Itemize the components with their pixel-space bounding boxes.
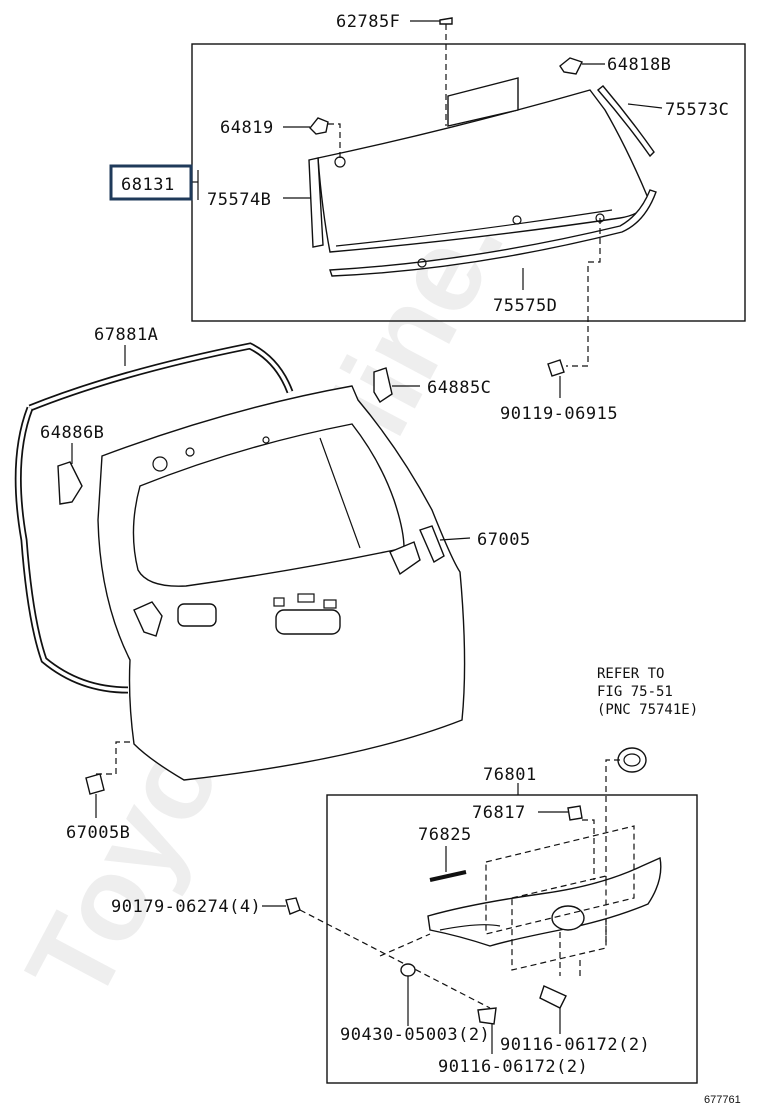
door-hole-1 <box>152 456 168 472</box>
clip-76817[interactable] <box>567 805 583 821</box>
label-64818B: 64818B <box>607 55 671 75</box>
glass-mark <box>512 215 522 225</box>
door-side-hole <box>419 525 445 564</box>
opening-inner-line <box>319 437 361 549</box>
door-slot-3 <box>323 599 337 609</box>
glass-lower-edge <box>335 209 613 247</box>
refer-line-3: (PNC 75741E) <box>597 702 698 718</box>
door-slot-1 <box>273 597 285 607</box>
door-hole-3 <box>262 436 270 444</box>
weatherstrip-inner-stripe <box>29 344 292 410</box>
label-90116-06172-a: 90116-06172(2) <box>500 1035 650 1055</box>
garnish-76801[interactable] <box>427 856 662 947</box>
label-90119-06915: 90119-06915 <box>500 404 618 424</box>
dashed-90119 <box>566 218 601 367</box>
molding-75575D[interactable] <box>329 189 657 277</box>
label-90116-06172-b: 90116-06172(2) <box>438 1057 588 1077</box>
door-lower-hole-center <box>177 603 217 627</box>
door-slot-2 <box>297 593 315 603</box>
leader-67005 <box>439 537 471 541</box>
highlight-68131[interactable] <box>109 164 193 201</box>
label-67005B: 67005B <box>66 823 130 843</box>
molding-75573C[interactable] <box>596 85 655 158</box>
refer-line-2: FIG 75-51 <box>597 684 673 700</box>
label-75574B: 75574B <box>207 190 271 210</box>
bolt-90116-a[interactable] <box>477 1007 497 1025</box>
hinge-64885C[interactable] <box>373 367 393 403</box>
label-75575D: 75575D <box>493 296 557 316</box>
weatherstrip-outer[interactable] <box>28 342 294 412</box>
dashed-emblem <box>605 759 620 944</box>
bumper-67005B[interactable] <box>85 773 105 795</box>
dashed-90179 <box>299 909 491 1009</box>
tape-76825[interactable] <box>429 870 467 882</box>
door-license-recess <box>275 609 341 635</box>
label-64819: 64819 <box>220 118 274 138</box>
door-lower-hole-right <box>389 541 421 576</box>
diagram-number: 677761 <box>704 1094 741 1106</box>
dashed-67005B <box>96 741 134 775</box>
label-64885C: 64885C <box>427 378 491 398</box>
door-lower-hole-left <box>133 601 163 637</box>
molding-clip <box>417 258 427 268</box>
label-76801: 76801 <box>483 765 537 785</box>
door-hole-2 <box>185 447 195 457</box>
glass-upper-panel <box>447 77 519 127</box>
nut-90179-06274[interactable] <box>285 897 301 915</box>
emblem-icon[interactable] <box>617 747 647 773</box>
garnish-switch-hole <box>551 905 585 931</box>
label-68131: 68131 <box>121 175 175 195</box>
nut-90430-05003[interactable] <box>400 963 416 977</box>
stopper-64818B[interactable] <box>559 57 583 75</box>
stopper-62785F[interactable] <box>439 17 453 25</box>
clip-64819[interactable] <box>309 117 329 135</box>
molding-75574B[interactable] <box>308 157 324 248</box>
ghost-outline-1 <box>485 825 635 935</box>
refer-line-1: REFER TO <box>597 666 664 682</box>
label-90430-05003: 90430-05003(2) <box>340 1025 490 1045</box>
garnish-group-box <box>326 794 698 1084</box>
hinge-64886B[interactable] <box>57 461 83 505</box>
label-62785F: 62785F <box>336 12 400 32</box>
label-76825: 76825 <box>418 825 472 845</box>
label-90179-06274: 90179-06274(4) <box>111 897 261 917</box>
bolt-90119-06915[interactable] <box>547 359 565 377</box>
garnish-edge <box>439 924 501 931</box>
emblem-inner-icon <box>623 753 641 767</box>
dashed-76817 <box>582 819 595 880</box>
leader-75573C <box>627 103 663 109</box>
dashed-90179-b <box>379 933 431 957</box>
dashed-64819 <box>328 123 341 158</box>
ghost-outline-2 <box>511 875 607 971</box>
label-64886B: 64886B <box>40 423 104 443</box>
weatherstrip-side-stripe <box>16 407 129 692</box>
bolt-90116-b[interactable] <box>539 985 567 1009</box>
label-67881A: 67881A <box>94 325 158 345</box>
label-67005: 67005 <box>477 530 531 550</box>
label-76817: 76817 <box>472 803 526 823</box>
label-75573C: 75573C <box>665 100 729 120</box>
